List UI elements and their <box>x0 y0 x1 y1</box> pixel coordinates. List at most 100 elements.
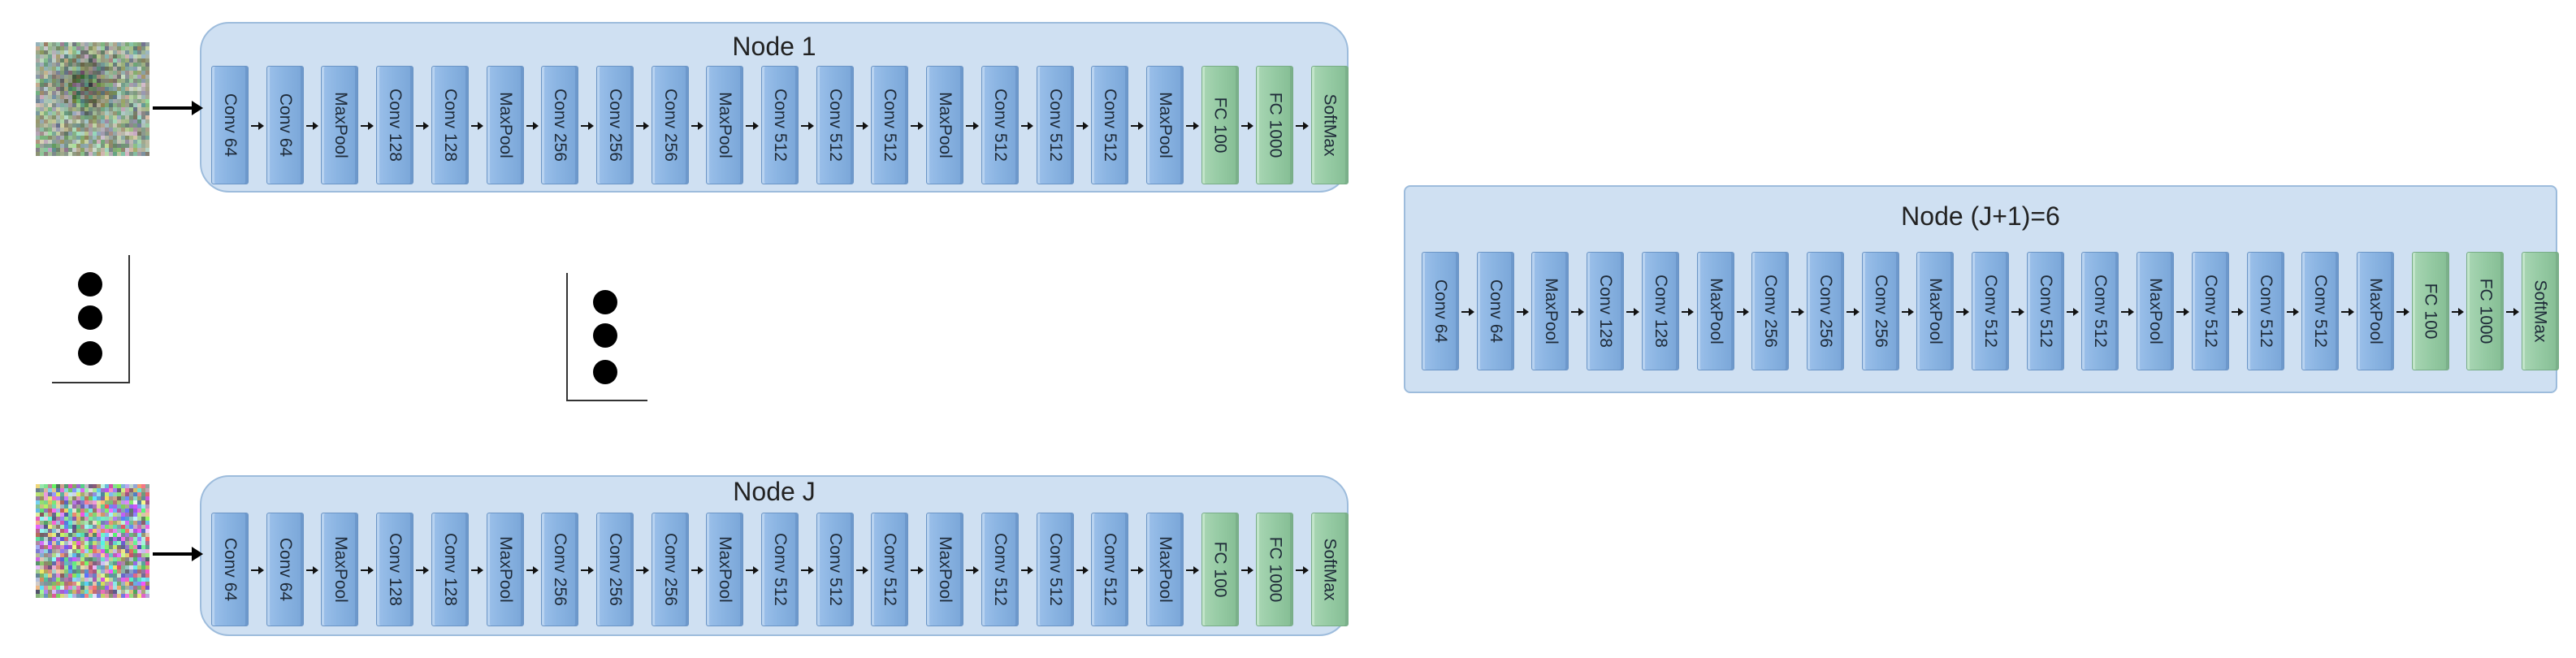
layer-arrow <box>966 122 979 130</box>
layer-label: Conv 128 <box>440 533 460 606</box>
layer-label: MaxPool <box>331 92 350 158</box>
layer-arrow <box>1571 308 1584 316</box>
layer-arrow <box>691 566 704 574</box>
fc-layer-block: FC 100 <box>1201 66 1239 184</box>
layer-label: Conv 64 <box>221 93 240 158</box>
layer-label: Conv 512 <box>2091 275 2111 348</box>
layer-arrow <box>1240 566 1253 574</box>
conv-layer-block: Conv 128 <box>376 66 414 184</box>
layer-label: FC 100 <box>1210 541 1230 598</box>
layer-arrow <box>746 566 759 574</box>
layer-label: Conv 256 <box>605 533 625 606</box>
layer-label: Conv 128 <box>386 533 405 606</box>
layer-arrow <box>581 122 594 130</box>
conv-layer-block: Conv 256 <box>651 513 689 626</box>
layer-label: Conv 256 <box>1871 275 1890 348</box>
conv-layer-block: Conv 64 <box>211 66 249 184</box>
layer-label: FC 100 <box>2421 283 2440 340</box>
layer-label: MaxPool <box>1926 278 1946 344</box>
conv-layer-block: Conv 256 <box>541 66 579 184</box>
node-j-title: Node J <box>733 477 816 506</box>
bracket-line <box>566 273 568 401</box>
layer-arrow <box>416 566 429 574</box>
layer-label: MaxPool <box>1541 278 1561 344</box>
layer-arrow <box>1516 308 1530 316</box>
layer-arrow <box>635 566 649 574</box>
conv-layer-block: MaxPool <box>926 66 964 184</box>
conv-layer-block: Conv 512 <box>981 66 1019 184</box>
conv-layer-block: MaxPool <box>926 513 964 626</box>
layer-arrow <box>1020 566 1034 574</box>
conv-layer-block: MaxPool <box>1916 252 1955 370</box>
layer-label: Conv 64 <box>221 537 240 602</box>
conv-layer-block: MaxPool <box>706 513 744 626</box>
layer-label: Conv 64 <box>275 93 295 158</box>
layer-label: MaxPool <box>936 536 955 603</box>
layer-label: Conv 128 <box>1596 275 1616 348</box>
bracket-line <box>566 400 647 401</box>
bracket-line <box>128 255 130 383</box>
layer-label: Conv 512 <box>881 89 900 162</box>
layer-label: Conv 512 <box>990 533 1010 606</box>
layer-arrow <box>1185 122 1199 130</box>
conv-layer-block: Conv 256 <box>651 66 689 184</box>
layer-arrow <box>966 566 979 574</box>
layer-arrow <box>801 566 814 574</box>
layer-arrow <box>2176 308 2189 316</box>
conv-layer-block: Conv 512 <box>2191 252 2229 370</box>
layer-arrow <box>361 122 374 130</box>
conv-layer-block: Conv 128 <box>1587 252 1625 370</box>
conv-layer-block: MaxPool <box>486 66 524 184</box>
layer-arrow <box>2011 308 2024 316</box>
conv-layer-block: Conv 512 <box>871 513 909 626</box>
layer-label: MaxPool <box>716 92 735 158</box>
fc-layer-block: FC 1000 <box>1256 66 1294 184</box>
conv-layer-block: Conv 512 <box>761 513 799 626</box>
layer-arrow <box>801 122 814 130</box>
layer-arrow <box>1901 308 1914 316</box>
conv-layer-block: MaxPool <box>1696 252 1734 370</box>
layer-label: MaxPool <box>331 536 350 603</box>
layer-label: Conv 256 <box>551 533 570 606</box>
fc-layer-block: SoftMax <box>1311 513 1349 626</box>
layer-arrow <box>470 122 484 130</box>
conv-layer-block: Conv 128 <box>1641 252 1679 370</box>
layer-label: MaxPool <box>2146 278 2166 344</box>
layer-arrow <box>1296 566 1309 574</box>
conv-layer-block: Conv 64 <box>211 513 249 626</box>
ellipsis-dot <box>593 360 617 384</box>
noise-image-1 <box>36 42 149 156</box>
layer-arrow <box>2451 308 2464 316</box>
fc-layer-block: SoftMax <box>2522 252 2559 370</box>
layer-label: Conv 512 <box>2256 275 2275 348</box>
layer-label: FC 1000 <box>1266 536 1285 603</box>
layer-label: FC 1000 <box>2476 278 2496 344</box>
conv-layer-block: Conv 64 <box>1422 252 1459 370</box>
fc-layer-block: FC 1000 <box>2466 252 2505 370</box>
bracket-line <box>52 382 130 383</box>
layer-arrow <box>1240 122 1253 130</box>
layer-label: Conv 128 <box>440 89 460 162</box>
layer-arrow <box>2286 308 2299 316</box>
layer-arrow <box>470 566 484 574</box>
layer-arrow <box>1076 122 1089 130</box>
layer-label: FC 1000 <box>1266 92 1285 158</box>
layer-label: Conv 64 <box>1431 279 1450 344</box>
conv-layer-block: Conv 512 <box>981 513 1019 626</box>
layer-label: Conv 256 <box>551 89 570 162</box>
layer-arrow <box>2066 308 2080 316</box>
layer-arrow <box>1956 308 1969 316</box>
conv-layer-block: Conv 256 <box>1751 252 1790 370</box>
ellipsis-dot <box>593 323 617 348</box>
layer-label: Conv 128 <box>1651 275 1670 348</box>
input-image-node-1 <box>36 42 149 156</box>
layer-arrow <box>2506 308 2519 316</box>
layer-label: Conv 512 <box>1046 533 1065 606</box>
conv-layer-block: MaxPool <box>2356 252 2394 370</box>
ellipsis-dot <box>78 272 102 297</box>
conv-layer-block: Conv 512 <box>2026 252 2064 370</box>
conv-layer-block: MaxPool <box>1145 513 1184 626</box>
layer-label: SoftMax <box>2531 279 2550 343</box>
